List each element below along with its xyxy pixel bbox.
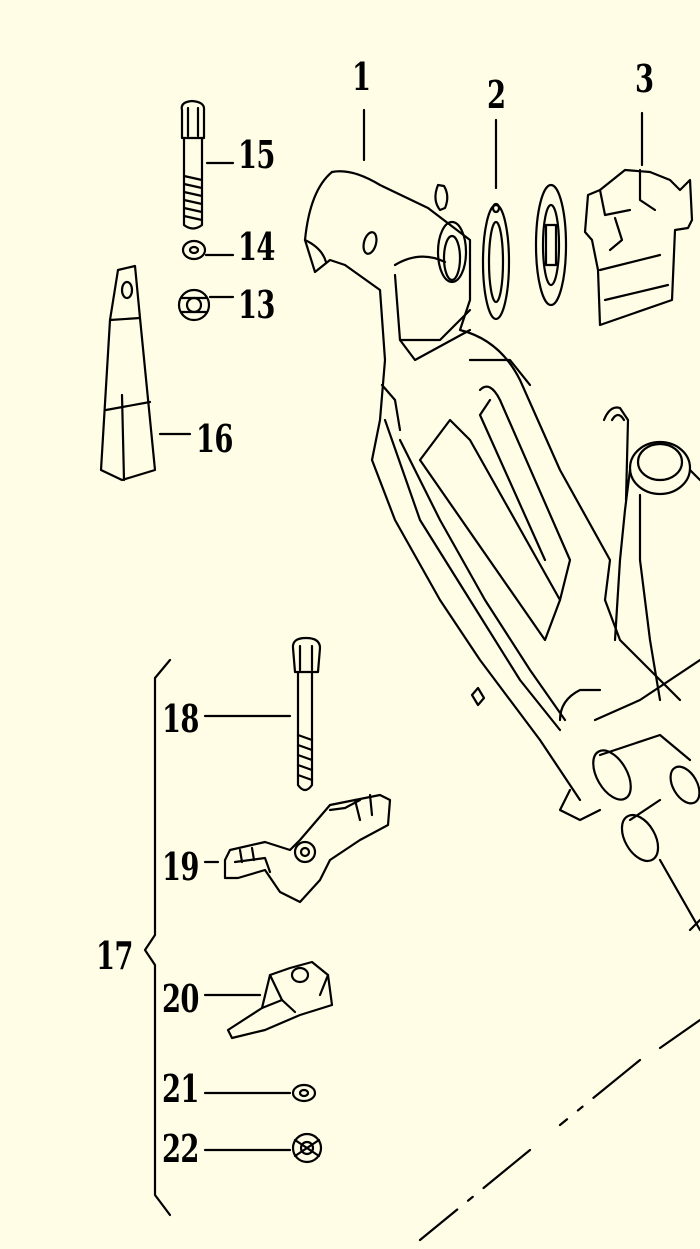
part-16-plate (99, 264, 157, 482)
callout-13: 13 (238, 282, 275, 327)
kit-17-brace (143, 658, 172, 1217)
part-15-bolt (180, 99, 206, 230)
callout-16: 16 (196, 416, 233, 461)
gasket-plate (534, 183, 568, 307)
part-1-arm (303, 170, 682, 802)
callout-20: 20 (162, 976, 199, 1021)
part-1-pivot (558, 406, 700, 932)
part-21-washer (291, 1083, 317, 1103)
part-3-cover (583, 168, 694, 327)
callout-22: 22 (162, 1126, 199, 1171)
part-13-nut (177, 288, 211, 322)
part-22-nut (291, 1132, 323, 1164)
callout-15: 15 (238, 132, 275, 177)
callout-19: 19 (162, 844, 199, 889)
part-19-clamp (223, 793, 392, 904)
callout-17: 17 (96, 933, 133, 978)
centre-line (418, 918, 700, 1242)
part-2-gasket (481, 202, 511, 321)
callout-14: 14 (238, 224, 275, 269)
callout-2: 2 (487, 72, 506, 117)
part-20-bracket (226, 960, 334, 1040)
callout-18: 18 (162, 696, 199, 741)
part-14-washer (181, 239, 207, 261)
part-18-bolt (291, 636, 322, 792)
callout-21: 21 (162, 1066, 199, 1111)
callout-1: 1 (352, 54, 371, 99)
callout-3: 3 (635, 56, 654, 101)
